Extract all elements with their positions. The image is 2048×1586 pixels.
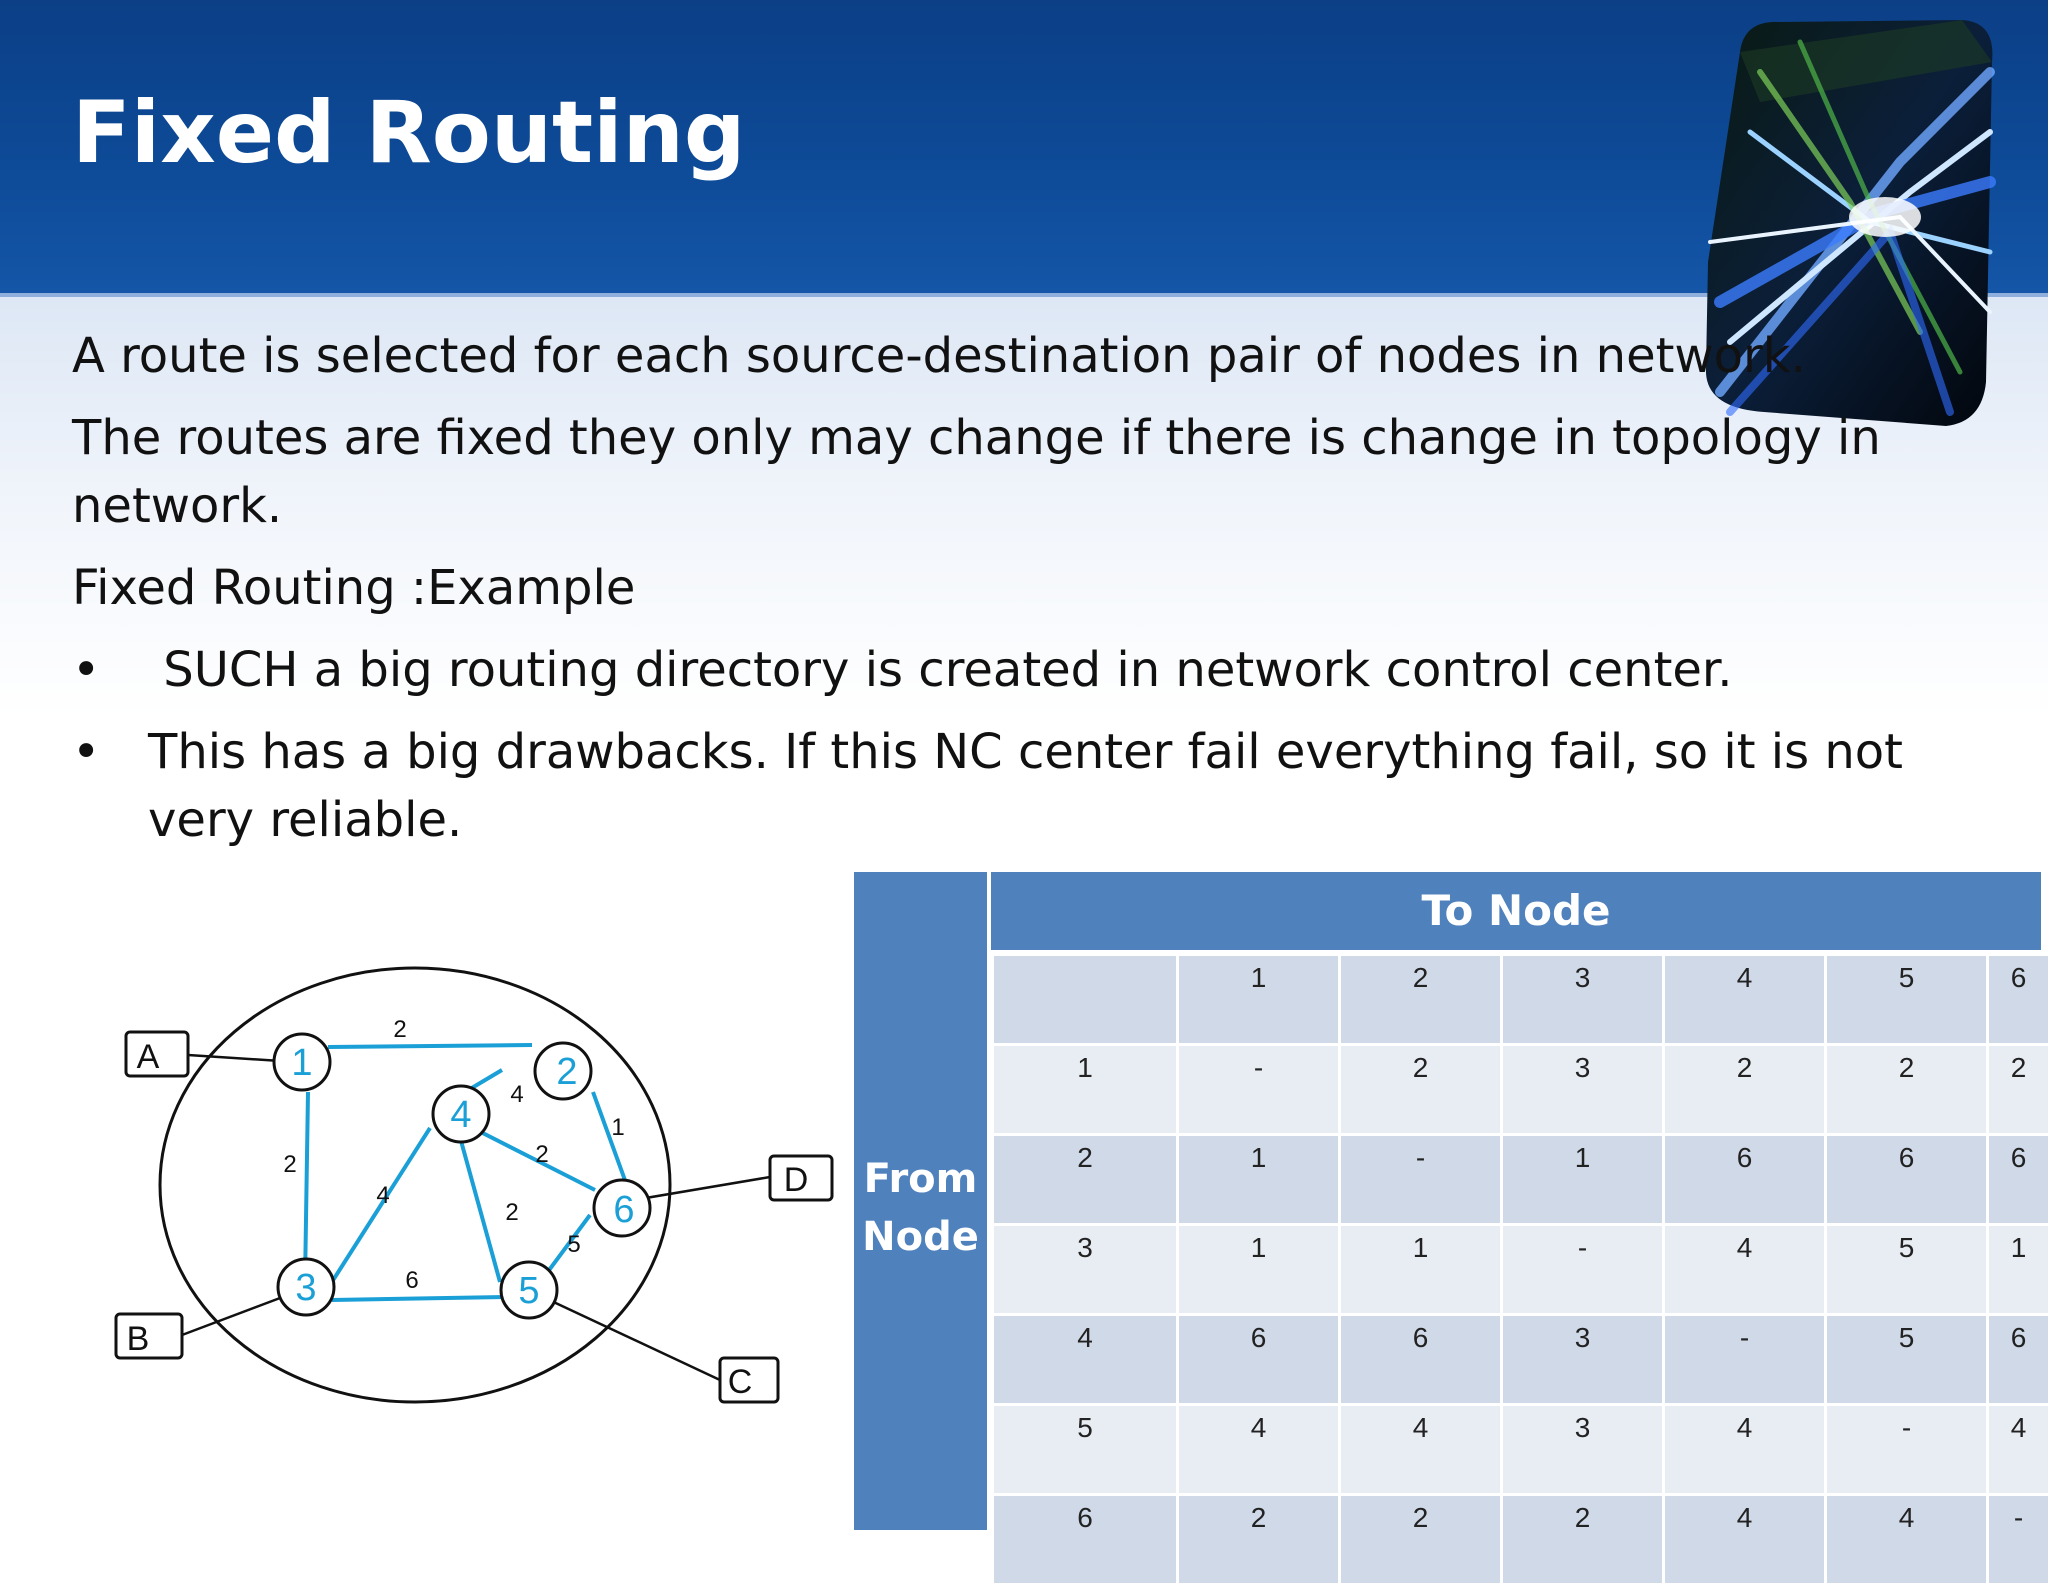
table-cell: 2 (1340, 955, 1502, 1045)
host-label: D (784, 1161, 809, 1199)
host-link (545, 1298, 720, 1380)
table-row: 3 1 1 - 4 5 1 (993, 1225, 2048, 1315)
network-diagram: 2 2 4 1 2 4 2 5 6 1 2 3 4 5 6 A B C D (100, 940, 860, 1460)
table-cell: 6 (1988, 1135, 2048, 1225)
table-cell: 6 (1988, 955, 2048, 1045)
table-cell: - (1178, 1045, 1340, 1135)
table-cell: 2 (1340, 1045, 1502, 1135)
table-cell: 5 (993, 1405, 1178, 1495)
host-label: C (728, 1363, 753, 1401)
table-cell: 3 (1502, 955, 1664, 1045)
table-cell: 6 (1826, 1135, 1988, 1225)
from-node-header-line: Node (854, 1208, 987, 1266)
table-cell: 5 (1826, 955, 1988, 1045)
table-cell: 6 (1178, 1315, 1340, 1405)
node-label: 6 (613, 1189, 634, 1231)
network-link (332, 1297, 505, 1300)
host-label: A (137, 1038, 160, 1076)
table-cell: 3 (1502, 1405, 1664, 1495)
network-link (305, 1092, 308, 1283)
table-cell: 1 (993, 1045, 1178, 1135)
node-label: 2 (556, 1051, 577, 1093)
table-cell: 2 (1988, 1045, 2048, 1135)
table-row: 6 2 2 2 4 4 - (993, 1495, 2048, 1585)
link-weight: 2 (393, 1016, 406, 1043)
node-label: 4 (450, 1094, 471, 1136)
network-link (458, 1130, 500, 1282)
table-cell: 1 (1178, 955, 1340, 1045)
table-cell: 4 (1988, 1405, 2048, 1495)
host-label: B (127, 1320, 150, 1358)
table-cell: 4 (1826, 1495, 1988, 1585)
bullet-text: This has a big drawbacks. If this NC cen… (148, 724, 1903, 848)
table-cell: 6 (1988, 1315, 2048, 1405)
table-row: 5 4 4 3 4 - 4 (993, 1405, 2048, 1495)
from-node-header: From Node (854, 1150, 987, 1266)
table-cell: 3 (1502, 1315, 1664, 1405)
table-cell: 4 (1664, 1405, 1826, 1495)
table-cell: 3 (993, 1225, 1178, 1315)
network-boundary (160, 968, 670, 1402)
network-link (328, 1045, 532, 1047)
table-cell: - (1988, 1495, 2048, 1585)
table-cell: 5 (1826, 1315, 1988, 1405)
link-weight: 5 (567, 1231, 580, 1258)
table-cell: 1 (1340, 1225, 1502, 1315)
table-cell: 6 (1340, 1315, 1502, 1405)
link-weight: 1 (611, 1114, 624, 1141)
slide-body: A route is selected for each source-dest… (72, 322, 1952, 868)
table-cell: 2 (1664, 1045, 1826, 1135)
table-cell: 1 (1988, 1225, 2048, 1315)
table-cell: 4 (1178, 1405, 1340, 1495)
table-cell: 2 (1502, 1495, 1664, 1585)
table-cell: 4 (1340, 1405, 1502, 1495)
table-cell: - (1502, 1225, 1664, 1315)
table-cell: 4 (1664, 1495, 1826, 1585)
bullet-item: • SUCH a big routing directory is create… (72, 636, 1952, 704)
from-node-header-line: From (854, 1150, 987, 1208)
table-header-row: 1 2 3 4 5 6 (993, 955, 2048, 1045)
link-weight: 2 (535, 1141, 548, 1168)
table-cell: 5 (1826, 1225, 1988, 1315)
table-row: 4 6 6 3 - 5 6 (993, 1315, 2048, 1405)
table-cell: - (1664, 1315, 1826, 1405)
table-cell: 1 (1178, 1225, 1340, 1315)
table-cell (993, 955, 1178, 1045)
table-cell: 6 (993, 1495, 1178, 1585)
table-cell: 2 (1826, 1045, 1988, 1135)
table-cell: - (1826, 1405, 1988, 1495)
table-cell: 4 (1664, 1225, 1826, 1315)
node-label: 1 (291, 1042, 312, 1084)
table-cell: 1 (1178, 1135, 1340, 1225)
table-cell: 1 (1502, 1135, 1664, 1225)
table-cell: 2 (1178, 1495, 1340, 1585)
link-weight: 4 (376, 1182, 389, 1209)
table-cell: 4 (1664, 955, 1826, 1045)
link-weight: 2 (283, 1151, 296, 1178)
table-cell: 6 (1664, 1135, 1826, 1225)
link-weight: 4 (510, 1081, 523, 1108)
bullet-icon: • (72, 636, 100, 704)
link-weight: 6 (405, 1267, 418, 1294)
bullet-text: SUCH a big routing directory is created … (148, 642, 1733, 698)
to-node-header: To Node (991, 872, 2041, 950)
example-heading: Fixed Routing :Example (72, 554, 1952, 622)
body-paragraph: The routes are fixed they only may chang… (72, 404, 1952, 540)
table-cell: 2 (1340, 1495, 1502, 1585)
table-cell: 2 (993, 1135, 1178, 1225)
table-cell: 4 (993, 1315, 1178, 1405)
bullet-icon: • (72, 718, 100, 786)
bullet-item: • This has a big drawbacks. If this NC c… (72, 718, 1952, 854)
node-label: 5 (518, 1270, 539, 1312)
table-row: 2 1 - 1 6 6 6 (993, 1135, 2048, 1225)
table-cell: - (1340, 1135, 1502, 1225)
table-cell: 3 (1502, 1045, 1664, 1135)
routing-table: 1 2 3 4 5 6 1 - 2 3 2 2 2 2 1 - 1 6 6 6 … (991, 953, 2048, 1586)
slide-title: Fixed Routing (72, 90, 745, 176)
table-row: 1 - 2 3 2 2 2 (993, 1045, 2048, 1135)
node-label: 3 (295, 1267, 316, 1309)
body-paragraph: A route is selected for each source-dest… (72, 322, 1952, 390)
link-weight: 2 (505, 1199, 518, 1226)
